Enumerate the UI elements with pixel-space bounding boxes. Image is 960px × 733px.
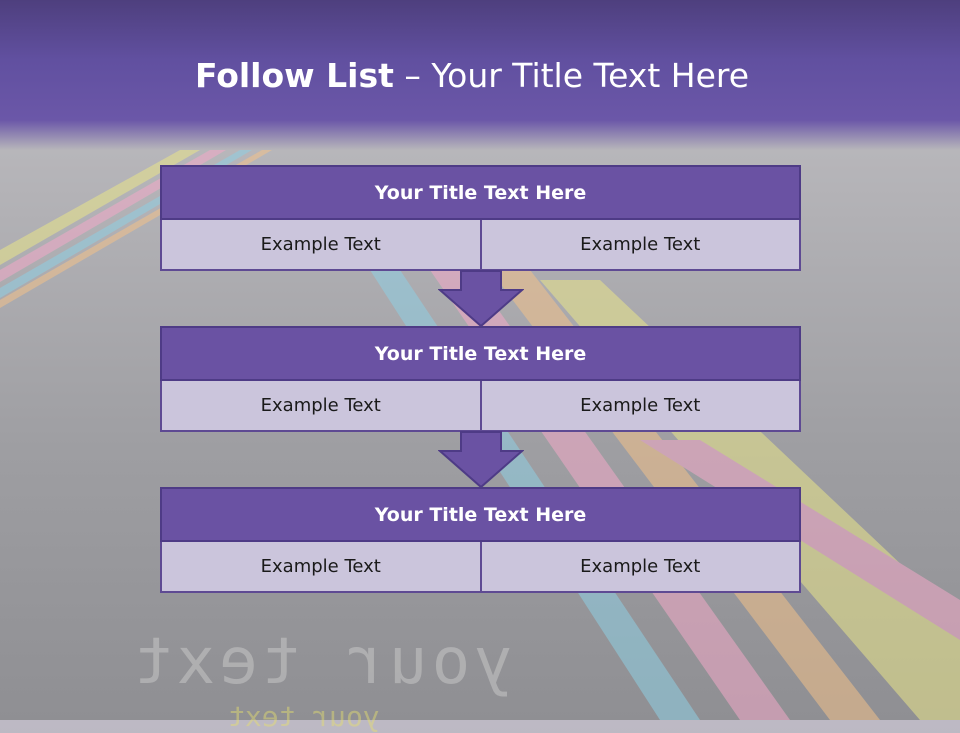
flow-block-2: Your Title Text Here Example Text Exampl… <box>160 326 801 432</box>
down-arrow-icon <box>438 431 524 489</box>
flow-block-1: Your Title Text Here Example Text Exampl… <box>160 165 801 271</box>
block-row: Example Text Example Text <box>160 220 801 271</box>
header-band <box>0 0 960 150</box>
block-cell-right: Example Text <box>481 542 801 593</box>
block-title: Your Title Text Here <box>160 326 801 381</box>
background-mirrored-text-small: your text <box>228 700 380 733</box>
block-title: Your Title Text Here <box>160 165 801 220</box>
slide-title-rest: – Your Title Text Here <box>393 56 750 95</box>
slide-title: Follow List – Your Title Text Here <box>0 55 944 97</box>
background-mirrored-text: your text <box>130 625 513 699</box>
block-cell-left: Example Text <box>160 381 482 432</box>
block-cell-left: Example Text <box>160 220 482 271</box>
block-title: Your Title Text Here <box>160 487 801 542</box>
block-row: Example Text Example Text <box>160 542 801 593</box>
flow-block-3: Your Title Text Here Example Text Exampl… <box>160 487 801 593</box>
slide-title-strong: Follow List <box>194 56 394 95</box>
down-arrow-icon <box>438 270 524 328</box>
block-row: Example Text Example Text <box>160 381 801 432</box>
block-cell-left: Example Text <box>160 542 482 593</box>
block-cell-right: Example Text <box>481 381 801 432</box>
block-cell-right: Example Text <box>481 220 801 271</box>
